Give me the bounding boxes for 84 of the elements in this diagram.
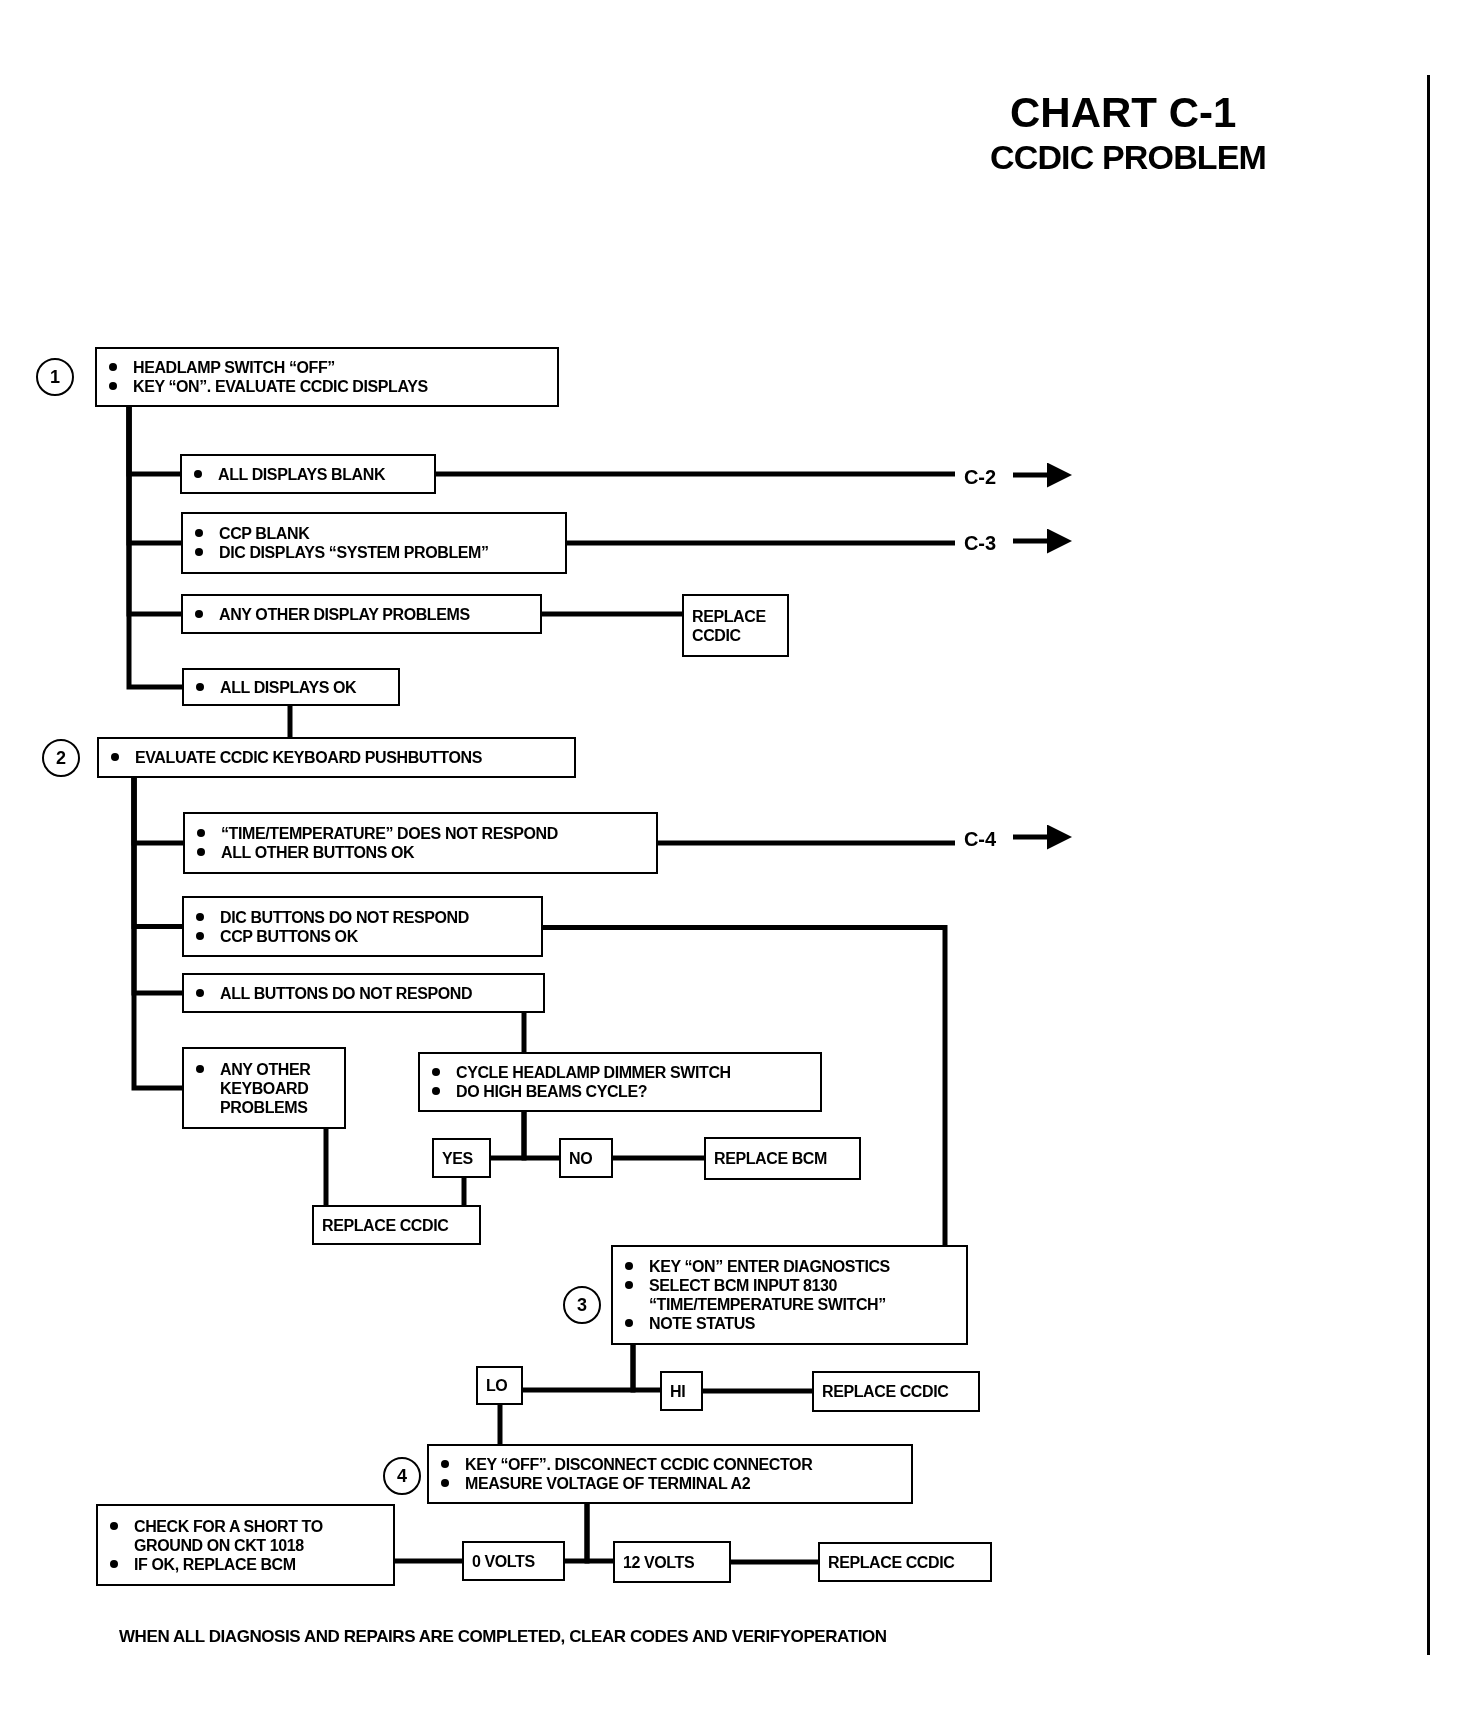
- step-box: [611, 1245, 968, 1345]
- step-text: “TIME/TEMPERATURE” DOES NOT RESPOND: [221, 824, 558, 843]
- connector-line: [613, 1155, 704, 1161]
- step-text: KEY “ON”. EVALUATE CCDIC DISPLAYS: [133, 377, 428, 396]
- action-text: REPLACE CCDIC: [322, 1215, 450, 1235]
- step-box: [418, 1052, 822, 1112]
- arrow: [1013, 528, 1072, 554]
- action-box: [476, 1366, 523, 1405]
- step-text: ANY OTHER KEYBOARD PROBLEMS: [220, 1059, 312, 1117]
- step-text: MEASURE VOLTAGE OF TERMINAL A2: [465, 1474, 751, 1493]
- action-text: LO: [486, 1376, 509, 1395]
- action-box: [812, 1371, 980, 1412]
- action-text: REPLACE CCDIC: [828, 1552, 956, 1572]
- action-box: [613, 1541, 731, 1583]
- connector-line: [731, 1559, 818, 1565]
- step-text: DIC DISPLAYS “SYSTEM PROBLEM”: [219, 543, 489, 562]
- action-box: [704, 1137, 861, 1180]
- step-box: [97, 737, 576, 778]
- connector-line: [658, 840, 955, 846]
- connector-line: [461, 1178, 467, 1205]
- action-text: REPLACE CCDIC: [692, 606, 767, 645]
- connector-line: [497, 1405, 503, 1444]
- action-box: [312, 1205, 481, 1245]
- step-text: IF OK, REPLACE BCM: [134, 1554, 296, 1574]
- connector-line: [323, 1129, 329, 1205]
- action-text: REPLACE CCDIC: [822, 1382, 950, 1401]
- action-box: [462, 1541, 565, 1581]
- step-box: [180, 454, 436, 494]
- connector-line: [521, 1013, 527, 1052]
- action-text: HI: [670, 1381, 687, 1401]
- chart-subtitle: CCDIC PROBLEM: [990, 140, 1267, 174]
- action-box: [818, 1542, 992, 1582]
- step-text: ALL OTHER BUTTONS OK: [221, 843, 415, 862]
- step-text: CYCLE HEADLAMP DIMMER SWITCH: [456, 1063, 731, 1082]
- step-text: ALL DISPLAYS BLANK: [218, 464, 386, 484]
- step-box: [181, 594, 542, 634]
- connector-line: [543, 925, 948, 1245]
- connector-line: [436, 471, 955, 477]
- step-text: CCP BUTTONS OK: [220, 926, 358, 946]
- action-box: [432, 1138, 491, 1178]
- step-box: [95, 347, 559, 407]
- action-text: NO: [569, 1148, 594, 1168]
- action-box: [559, 1138, 613, 1178]
- step-box: [96, 1504, 395, 1586]
- connector-line: [584, 1504, 613, 1564]
- step-text: ALL DISPLAYS OK: [220, 677, 357, 697]
- connector-line: [131, 778, 182, 1091]
- action-box: [682, 594, 789, 657]
- step-text: DO HIGH BEAMS CYCLE?: [456, 1082, 648, 1101]
- chart-title: CHART C-1: [1010, 92, 1237, 134]
- step-box: [181, 512, 567, 574]
- step-text: CCP BLANK: [219, 524, 310, 543]
- step-text: HEADLAMP SWITCH “OFF”: [133, 358, 335, 377]
- step-text: SELECT BCM INPUT 8130 “TIME/TEMPERATURE SWITCH”: [649, 1276, 887, 1314]
- arrow: [1013, 462, 1072, 488]
- action-text: REPLACE BCM: [714, 1149, 828, 1168]
- step-text: KEY “ON” ENTER DIAGNOSTICS: [649, 1257, 890, 1276]
- step-text: EVALUATE CCDIC KEYBOARD PUSHBUTTONS: [135, 748, 482, 767]
- step-box: [182, 896, 543, 957]
- action-text: 12 VOLTS: [623, 1552, 696, 1572]
- connector-line: [567, 540, 955, 546]
- connector-line: [395, 1558, 462, 1564]
- step-text: KEY “OFF”. DISCONNECT CCDIC CONNECTOR: [465, 1455, 813, 1474]
- connector-line: [126, 407, 182, 690]
- action-text: 0 VOLTS: [472, 1551, 536, 1571]
- step-box: [182, 668, 400, 706]
- step-box: [182, 1047, 346, 1129]
- footer-note: WHEN ALL DIAGNOSIS AND REPAIRS ARE COMPLETED, CLEAR CODES AND VERIFYOPERATION: [119, 1626, 887, 1648]
- connector-line: [542, 611, 682, 617]
- arrow: [1013, 824, 1072, 850]
- step-text: ALL BUTTONS DO NOT RESPOND: [220, 983, 473, 1003]
- connector-line: [703, 1388, 812, 1394]
- step-box: [183, 812, 658, 874]
- action-text: YES: [442, 1148, 474, 1168]
- connector-line: [521, 1112, 559, 1161]
- action-box: [660, 1371, 703, 1411]
- step-text: DIC BUTTONS DO NOT RESPOND: [220, 907, 469, 927]
- step-text: ANY OTHER DISPLAY PROBLEMS: [219, 604, 470, 624]
- step-box: [427, 1444, 913, 1504]
- connector-line: [287, 706, 293, 737]
- step-text: NOTE STATUS: [649, 1314, 756, 1333]
- connector-line: [630, 1345, 660, 1393]
- step-box: [182, 973, 545, 1013]
- step-text: CHECK FOR A SHORT TO GROUND ON CKT 1018: [134, 1516, 324, 1555]
